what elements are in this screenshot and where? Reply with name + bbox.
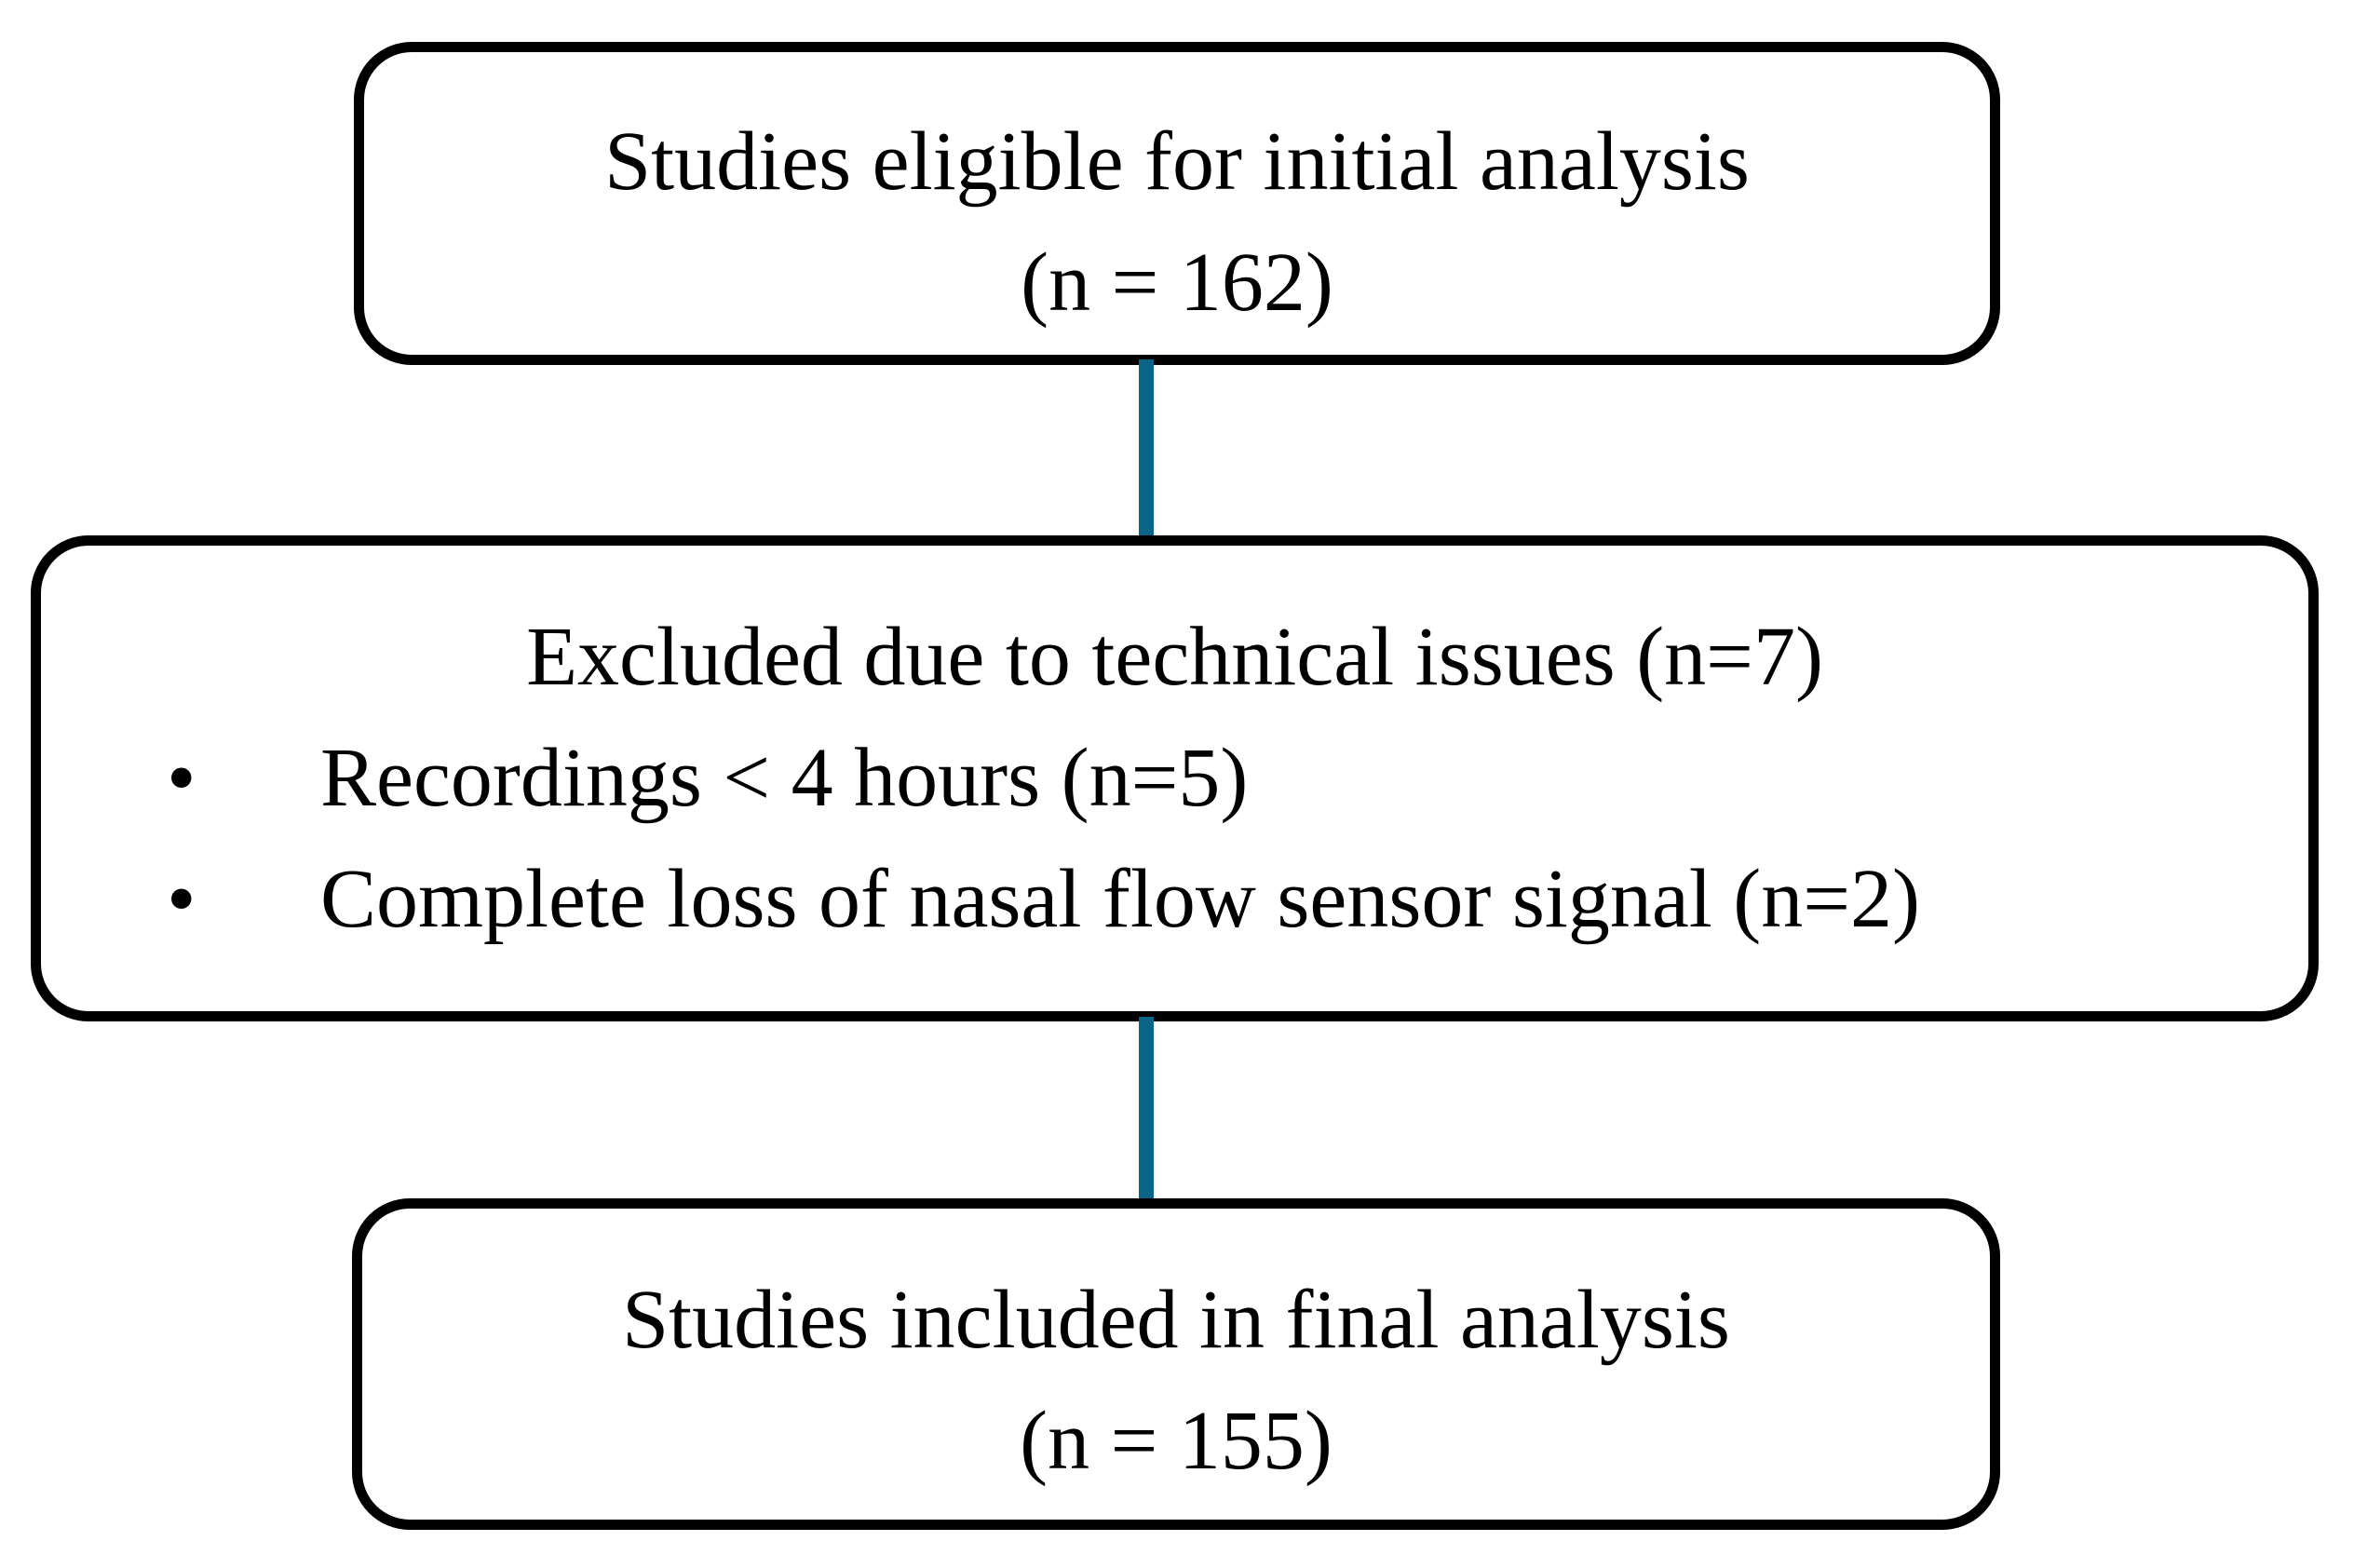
box-initial-analysis: Studies eligible for initial analysis (n… [354, 42, 2000, 365]
bullet-text-sensor-signal: Complete loss of nasal flow sensor signa… [320, 853, 1920, 945]
connector-line-top [1139, 359, 1154, 542]
box-final-count: (n = 155) [1020, 1395, 1333, 1487]
connector-line-bottom [1139, 1017, 1154, 1203]
list-item-recordings: • Recordings < 4 hours (n=5) [41, 718, 2308, 839]
box-excluded-technical-issues: Excluded due to technical issues (n=7) •… [31, 535, 2319, 1021]
box-final-analysis: Studies included in final analysis (n = … [352, 1198, 2000, 1530]
list-item-sensor-signal: • Complete loss of nasal flow sensor sig… [41, 839, 2308, 960]
box-final-title: Studies included in final analysis [622, 1274, 1730, 1366]
box-initial-title: Studies eligible for initial analysis [604, 115, 1750, 208]
bullet-icon: • [167, 853, 196, 945]
box-excluded-title: Excluded due to technical issues (n=7) [526, 611, 1823, 703]
bullet-icon: • [167, 732, 196, 824]
bullet-text-recordings: Recordings < 4 hours (n=5) [320, 732, 1249, 824]
box-initial-count: (n = 162) [1021, 236, 1333, 329]
